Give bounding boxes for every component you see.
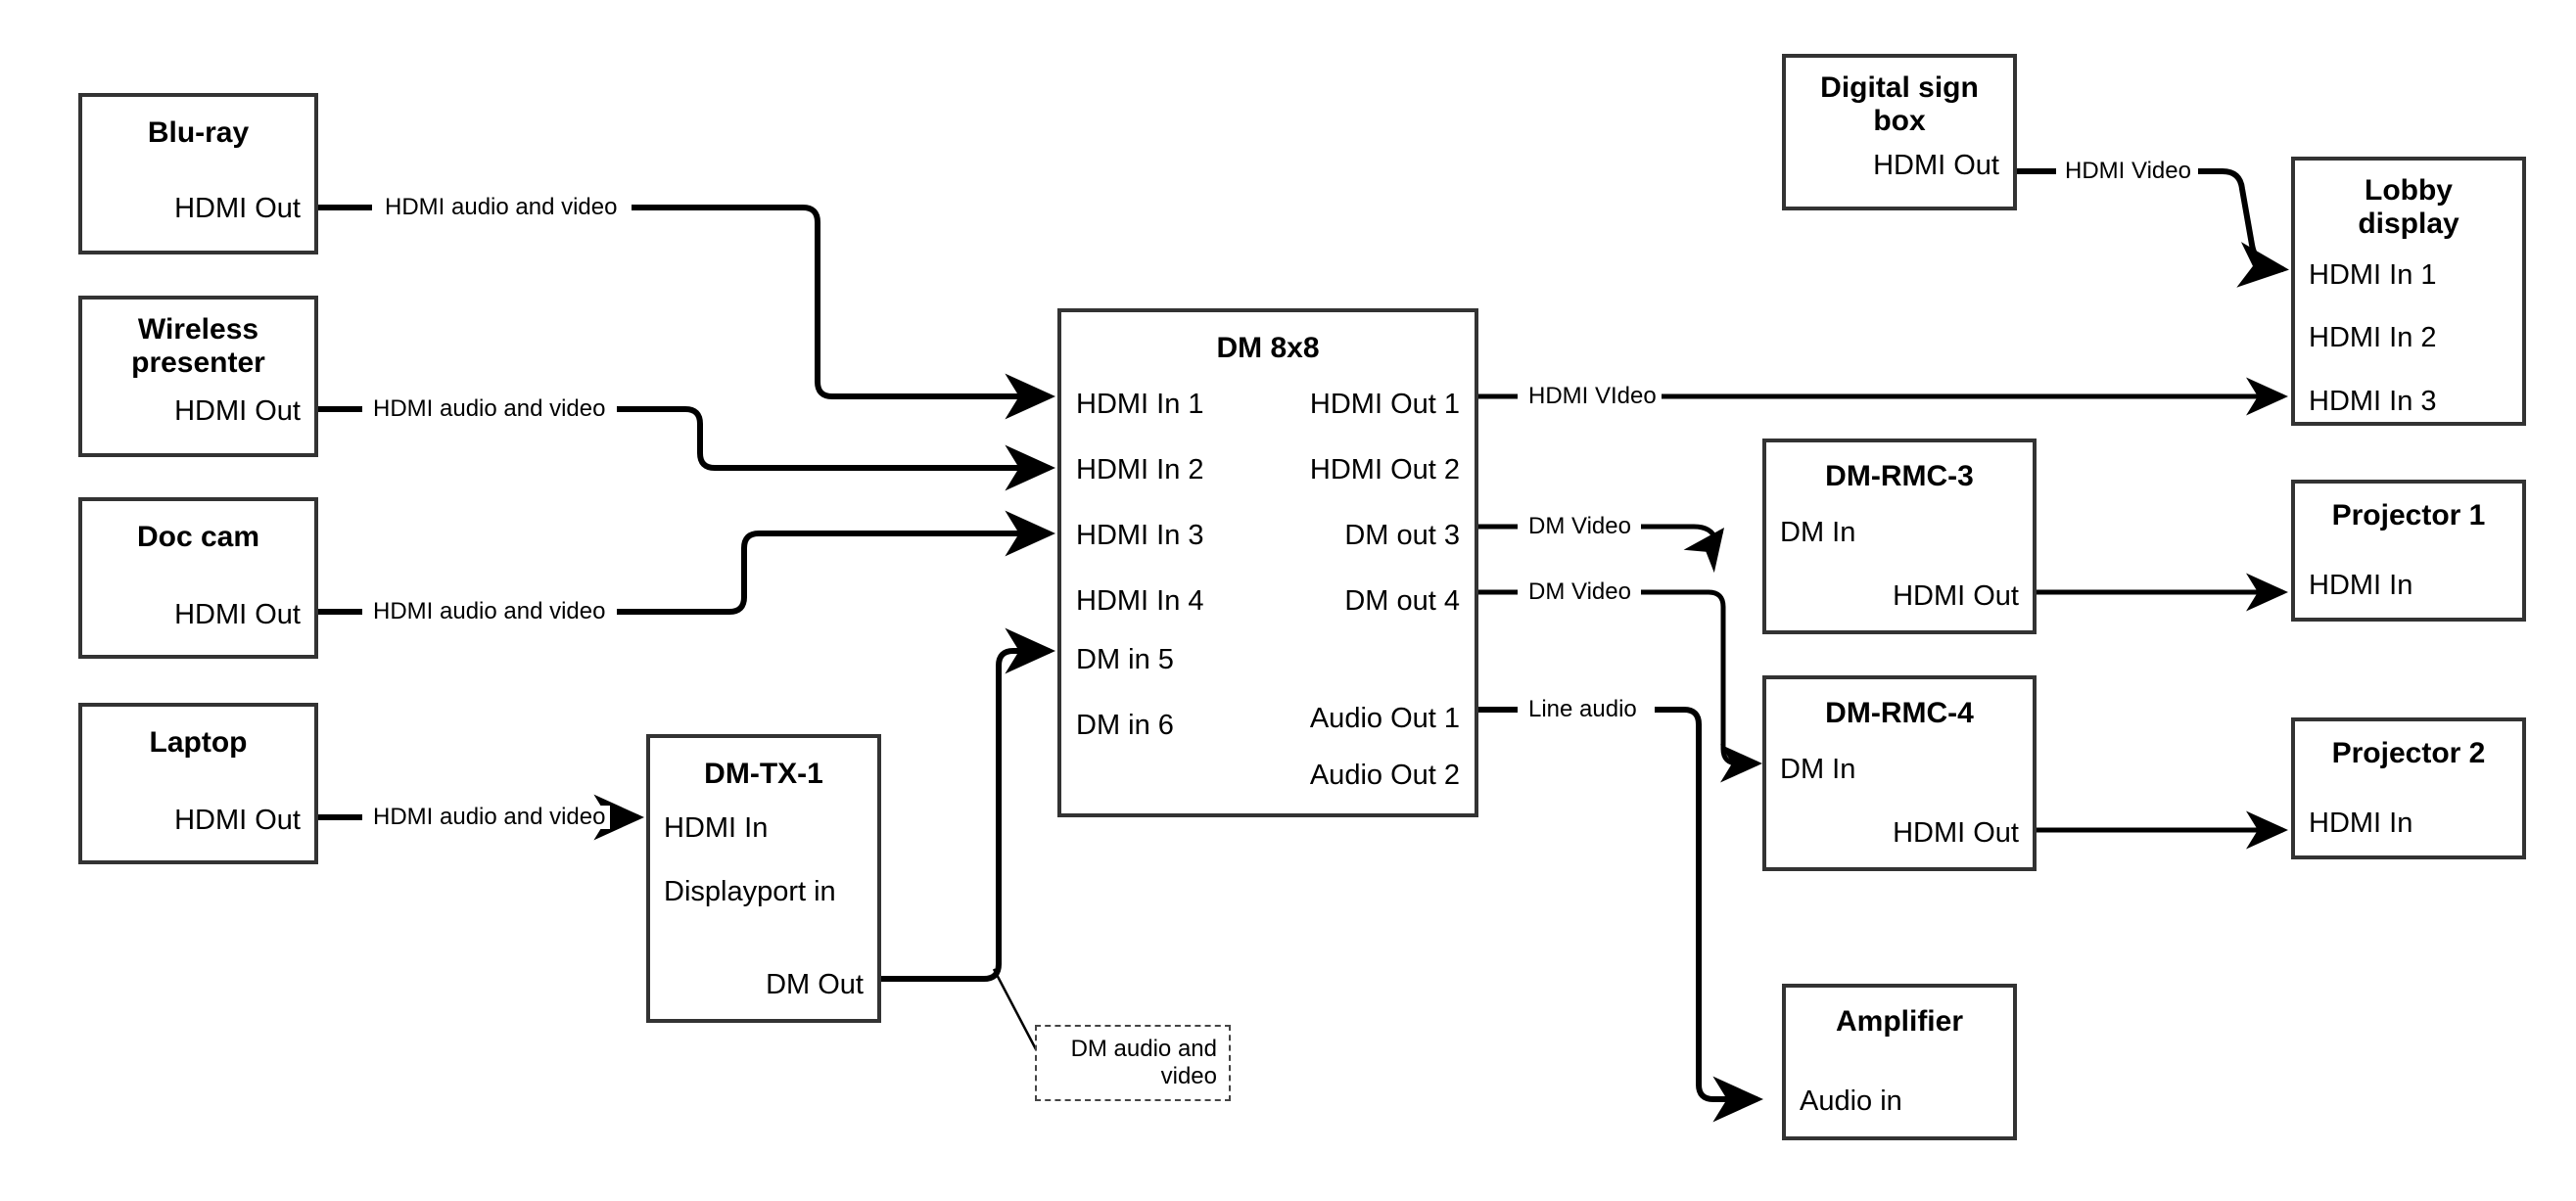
- port-hdmi-in[interactable]: HDMI In: [2309, 570, 2413, 601]
- wire-digital-sign-to-lobby-hdmi-in-1: [2017, 168, 2283, 269]
- node-title: Doc cam: [136, 521, 260, 553]
- node-title: DM-RMC-3: [1825, 460, 1974, 492]
- node-title: Projector 2: [2331, 737, 2486, 769]
- wire-callout-leader: [992, 968, 1038, 1050]
- node-title: Blu-ray: [147, 116, 250, 149]
- port-hdmi-in-3[interactable]: HDMI In 3: [1076, 520, 1204, 551]
- edge-label-blu-ray: HDMI audio and video: [380, 196, 623, 219]
- edge-label-digital-sign: HDMI Video: [2060, 160, 2196, 183]
- node-dm-rmc-3[interactable]: DM-RMC-3 DM In HDMI Out: [1762, 439, 2037, 634]
- port-dm-in-6[interactable]: DM in 6: [1076, 710, 1174, 741]
- port-hdmi-in-1[interactable]: HDMI In 1: [2309, 259, 2437, 291]
- port-dm-out-4[interactable]: DM out 4: [1344, 585, 1460, 617]
- node-title: Amplifier: [1835, 1005, 1964, 1038]
- port-dm-in[interactable]: DM In: [1780, 517, 1856, 548]
- node-title: DM-RMC-4: [1825, 697, 1974, 729]
- port-hdmi-out[interactable]: HDMI Out: [1873, 150, 1999, 181]
- port-hdmi-out[interactable]: HDMI Out: [174, 193, 301, 224]
- edge-label-hdmi-out-1: HDMI VIdeo: [1523, 385, 1662, 408]
- edge-label-wireless-presenter: HDMI audio and video: [368, 397, 611, 421]
- port-hdmi-out[interactable]: HDMI Out: [174, 395, 301, 427]
- node-projector-1[interactable]: Projector 1 HDMI In: [2291, 480, 2526, 622]
- port-hdmi-out[interactable]: HDMI Out: [174, 805, 301, 836]
- node-dm-8x8[interactable]: DM 8x8 HDMI In 1 HDMI In 2 HDMI In 3 HDM…: [1057, 308, 1478, 817]
- port-hdmi-in[interactable]: HDMI In: [664, 812, 769, 844]
- port-audio-out-1[interactable]: Audio Out 1: [1309, 703, 1460, 734]
- node-doc-cam[interactable]: Doc cam HDMI Out: [78, 497, 318, 659]
- port-hdmi-in-2[interactable]: HDMI In 2: [1076, 454, 1204, 485]
- node-title-line-2: presenter: [131, 346, 265, 379]
- node-title-line-2: display: [2358, 208, 2459, 240]
- port-hdmi-out[interactable]: HDMI Out: [174, 599, 301, 630]
- node-title: Laptop: [149, 726, 248, 759]
- node-lobby-display[interactable]: Lobby display HDMI In 1 HDMI In 2 HDMI I…: [2291, 157, 2526, 426]
- wire-dm-out-4-to-dm-rmc-4: [1478, 589, 1757, 763]
- node-digital-sign-box[interactable]: Digital sign box HDMI Out: [1782, 54, 2017, 210]
- wire-audio-out-1-to-amplifier: [1478, 707, 1757, 1099]
- wire-dm-tx-1-to-dm-in-5: [881, 627, 1056, 982]
- node-blu-ray[interactable]: Blu-ray HDMI Out: [78, 93, 318, 254]
- port-hdmi-in-2[interactable]: HDMI In 2: [2309, 322, 2437, 353]
- port-hdmi-out[interactable]: HDMI Out: [1893, 817, 2019, 849]
- port-hdmi-out[interactable]: HDMI Out: [1893, 580, 2019, 612]
- edge-label-laptop: HDMI audio and video: [368, 806, 611, 829]
- port-audio-out-2[interactable]: Audio Out 2: [1309, 760, 1460, 791]
- node-title-line-1: Wireless: [137, 313, 259, 346]
- wire-blu-ray-to-hdmi-in-1: [318, 205, 1050, 396]
- node-dm-tx-1[interactable]: DM-TX-1 HDMI In Displayport in DM Out: [646, 734, 881, 1023]
- node-title: Projector 1: [2331, 499, 2486, 531]
- port-displayport-in[interactable]: Displayport in: [664, 876, 836, 907]
- port-dm-out-3[interactable]: DM out 3: [1344, 520, 1460, 551]
- edge-label-dm-out-4: DM Video: [1523, 580, 1636, 604]
- port-hdmi-in-1[interactable]: HDMI In 1: [1076, 389, 1204, 420]
- callout-dm-audio-and-video: DM audio and video: [1035, 1025, 1231, 1101]
- node-title: DM 8x8: [1216, 332, 1320, 364]
- port-hdmi-in-4[interactable]: HDMI In 4: [1076, 585, 1204, 617]
- node-dm-rmc-4[interactable]: DM-RMC-4 DM In HDMI Out: [1762, 675, 2037, 871]
- node-title: DM-TX-1: [704, 758, 823, 790]
- port-hdmi-out-1[interactable]: HDMI Out 1: [1309, 389, 1460, 420]
- node-title-line-1: Digital sign: [1820, 71, 1979, 104]
- node-title-line-2: box: [1873, 105, 1926, 137]
- port-hdmi-in-3[interactable]: HDMI In 3: [2309, 386, 2437, 417]
- edge-label-doc-cam: HDMI audio and video: [368, 600, 611, 624]
- node-projector-2[interactable]: Projector 2 HDMI In: [2291, 717, 2526, 859]
- node-amplifier[interactable]: Amplifier Audio in: [1782, 984, 2017, 1140]
- port-hdmi-in[interactable]: HDMI In: [2309, 808, 2413, 839]
- node-title-line-1: Lobby: [2365, 174, 2453, 207]
- port-dm-in-5[interactable]: DM in 5: [1076, 644, 1174, 675]
- port-hdmi-out-2[interactable]: HDMI Out 2: [1309, 454, 1460, 485]
- edge-label-dm-out-3: DM Video: [1523, 515, 1636, 538]
- edge-label-audio-out-1: Line audio: [1523, 698, 1642, 721]
- port-audio-in[interactable]: Audio in: [1800, 1086, 1902, 1117]
- port-dm-in[interactable]: DM In: [1780, 754, 1856, 785]
- node-laptop[interactable]: Laptop HDMI Out: [78, 703, 318, 864]
- port-dm-out[interactable]: DM Out: [766, 969, 864, 1000]
- node-wireless-presenter[interactable]: Wireless presenter HDMI Out: [78, 296, 318, 457]
